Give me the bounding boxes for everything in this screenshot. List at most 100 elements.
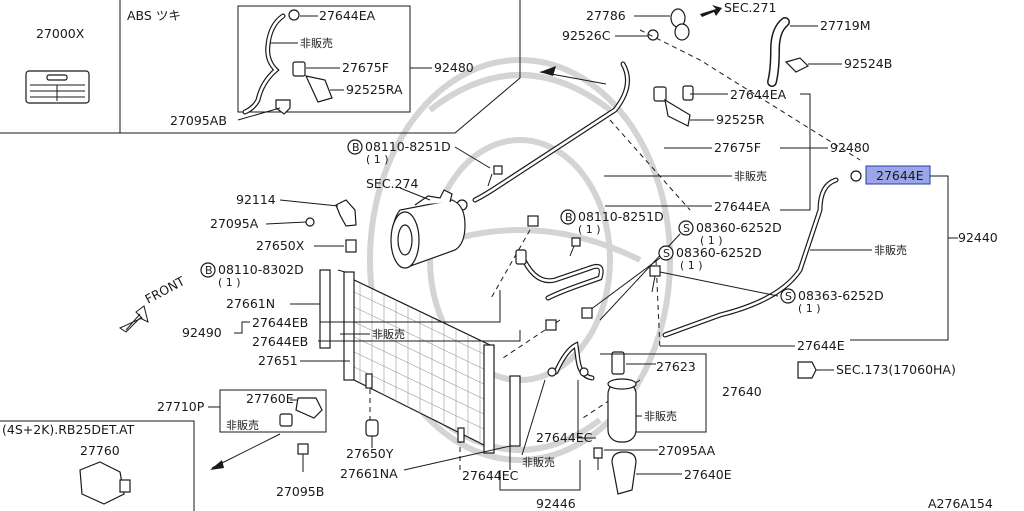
label-08110-8251d-b: 08110-8251D: [578, 209, 664, 224]
bracket-27640e[interactable]: [593, 447, 637, 495]
condenser-27651[interactable]: [343, 271, 495, 454]
valve-27786[interactable]: [670, 5, 722, 41]
seal-27661n[interactable]: [319, 269, 331, 349]
label-27675f-mid: 27675F: [714, 140, 761, 155]
sensor-27760e[interactable]: [279, 397, 323, 427]
label-27760: 27760: [80, 443, 120, 458]
label-92524b: 92524B: [844, 56, 892, 71]
label-sec271: SEC.271: [724, 0, 776, 15]
label-08360-6252d-a: 08360-6252D: [696, 220, 782, 235]
label-27651: 27651: [258, 353, 298, 368]
label-qty-d: ( 1 ): [680, 259, 703, 272]
bolt-08110-8251d-b[interactable]: [569, 237, 581, 257]
label-08360-6252d-b: 08360-6252D: [676, 245, 762, 260]
label-27640e: 27640E: [684, 467, 732, 482]
label-27786: 27786: [586, 8, 626, 23]
label-hanbai-right: 非販売: [874, 244, 907, 257]
o-ring-92526c[interactable]: [647, 29, 659, 41]
label-hanbai-mid: 非販売: [734, 170, 767, 183]
label-27644e-highlight: 27644E: [876, 168, 924, 183]
label-27644ec-b: 27644EC: [462, 468, 519, 483]
hose-27719m[interactable]: [767, 17, 790, 87]
direction-arrow-head: [540, 66, 556, 76]
s-mark-c: S: [785, 290, 792, 303]
label-27644e: 27644E: [797, 338, 845, 353]
label-92446: 92446: [536, 496, 576, 511]
seal-27661na[interactable]: [509, 375, 521, 447]
label-hanbai-sensor: 非販売: [226, 419, 259, 432]
label-plate-27000x[interactable]: [25, 70, 90, 104]
label-27644ea-low: 27644EA: [714, 199, 771, 214]
label-hanbai-low: 非販売: [522, 456, 555, 469]
label-92526c: 92526C: [562, 28, 611, 43]
inset-frames: [0, 0, 521, 511]
front-arrow: [118, 305, 149, 333]
label-27650y: 27650Y: [346, 446, 394, 461]
label-92114: 92114: [236, 192, 276, 207]
direction-arrow-2-head: [210, 460, 224, 470]
label-27644ea-top: 27644EA: [319, 8, 376, 23]
label-qty-a: ( 1 ): [366, 153, 389, 166]
label-hanbai-top: 非販売: [300, 37, 333, 50]
label-08110-8251d-a: 08110-8251D: [365, 139, 451, 154]
b-mark-b: B: [565, 211, 573, 224]
label-92480-mid: 92480: [830, 140, 870, 155]
diagram-code: A276A154: [928, 496, 993, 511]
mount-27650y[interactable]: [365, 419, 379, 437]
s-mark-a-circle: [678, 220, 694, 236]
label-sec173: SEC.173(17060HA): [836, 362, 956, 377]
s-mark-b-circle: [658, 245, 674, 261]
bolt-08110-8251d-a[interactable]: [347, 139, 503, 187]
sensor-27760[interactable]: [79, 461, 131, 505]
s-mark-c-circle: [780, 288, 796, 304]
o-ring-27644e[interactable]: [850, 170, 862, 182]
label-27095ab: 27095AB: [170, 113, 227, 128]
label-08110-8302d: 08110-8302D: [218, 262, 304, 277]
label-27675f-top: 27675F: [342, 60, 389, 75]
label-hanbai-cond: 非販売: [372, 328, 405, 341]
label-qty-b: ( 1 ): [578, 223, 601, 236]
label-27095aa: 27095AA: [658, 443, 716, 458]
label-27640: 27640: [722, 384, 762, 399]
fitting-sec173[interactable]: [797, 361, 817, 379]
label-qty-c: ( 1 ): [700, 234, 723, 247]
sensor-group-frame: [219, 389, 327, 433]
screw-08363-6252d[interactable]: [649, 265, 661, 293]
liquid-pipe-92440[interactable]: [662, 177, 839, 338]
label-27623: 27623: [656, 359, 696, 374]
label-front: FRONT: [142, 273, 187, 306]
label-qty-e: ( 1 ): [218, 276, 241, 289]
clip-92524b[interactable]: [784, 57, 810, 73]
receiver-drier-27640[interactable]: [607, 351, 637, 443]
label-27644eb-b: 27644EB: [252, 334, 308, 349]
label-92525ra: 92525RA: [346, 82, 403, 97]
b-mark-c-circle: [200, 262, 216, 278]
discharge-pipe-92490[interactable]: [515, 215, 604, 301]
abs-inset-pipe[interactable]: [242, 9, 333, 115]
compressor-sec274[interactable]: [390, 189, 466, 269]
label-hanbai-dryer: 非販売: [644, 410, 677, 423]
label-92525r: 92525R: [716, 112, 765, 127]
suction-pipe-92480[interactable]: [456, 61, 630, 211]
label-27095a: 27095A: [210, 216, 259, 231]
label-27644eb-a: 27644EB: [252, 315, 308, 330]
fittings-27644ea[interactable]: [653, 85, 694, 127]
label-qty-f: ( 1 ): [798, 302, 821, 315]
label-92440: 92440: [958, 230, 998, 245]
highlight-27644e[interactable]: [865, 165, 931, 185]
label-sec274: SEC.274: [366, 176, 418, 191]
bracket-92114[interactable]: [305, 199, 357, 253]
label-27710p: 27710P: [157, 399, 205, 414]
b-mark-c: B: [205, 264, 213, 277]
bolt-27095b[interactable]: [297, 443, 309, 472]
pipe-92446[interactable]: [545, 307, 595, 381]
label-27661n: 27661N: [226, 296, 275, 311]
label-92490: 92490: [182, 325, 222, 340]
label-27644ea-mid: 27644EA: [730, 87, 787, 102]
label-27661na: 27661NA: [340, 466, 398, 481]
label-27650x: 27650X: [256, 238, 305, 253]
b-mark-a: B: [352, 141, 360, 154]
s-mark-b: S: [663, 247, 670, 260]
